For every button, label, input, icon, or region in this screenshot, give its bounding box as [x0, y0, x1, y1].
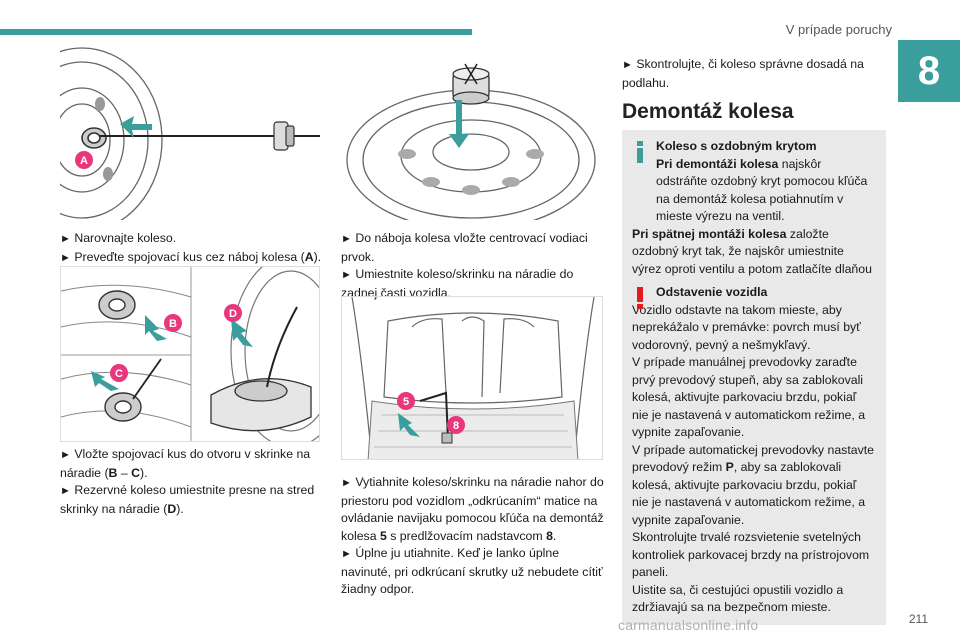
step-straighten-wheel: ► Narovnajte koleso. — [60, 231, 177, 245]
figure-wheel-hub-a: A — [60, 44, 320, 220]
column-2-text-top: ► Do náboja kolesa vložte centrovací vod… — [341, 230, 605, 302]
warning-exclamation-icon — [637, 287, 643, 309]
figure-trunk-tools-5-8: 5 8 — [341, 296, 603, 460]
warning-para-1: Vozidlo odstavte na takom mieste, aby ne… — [632, 302, 861, 352]
warning-para-4: Skontrolujte trvalé rozsvietenie sveteln… — [632, 530, 870, 579]
header-accent-bar — [0, 29, 472, 35]
step-insert-connector: ► Vložte spojovací kus do otvoru v skrin… — [60, 447, 311, 480]
warning-box-title: Odstavenie vozidla — [656, 285, 768, 299]
chapter-title: V prípade poruchy — [785, 22, 892, 37]
step-check-wheel-floor: ► Skontrolujte, či koleso správne dosadá… — [622, 57, 864, 90]
column-1-text-bottom: ► Vložte spojovací kus do otvoru v skrin… — [60, 446, 322, 518]
section-title-wheel-removal: Demontáž kolesa — [622, 100, 794, 123]
step-insert-centering-guide: ► Do náboja kolesa vložte centrovací vod… — [341, 231, 588, 264]
chapter-number-badge: 8 — [898, 40, 960, 102]
callout-label-c: C — [115, 368, 123, 380]
callout-label-5: 5 — [403, 396, 409, 408]
column-2-text-bottom: ► Vytiahnite koleso/skrinku na náradie n… — [341, 474, 605, 599]
step-pass-connector: ► Preveďte spojovací kus cez náboj koles… — [60, 249, 322, 264]
figure-toolbox-bcd: B C D — [60, 266, 320, 442]
watermark: carmanualsonline.info — [618, 617, 759, 633]
warning-para-5: Uistite sa, či cestujúci opustili vozidl… — [632, 582, 844, 615]
callout-label-a: A — [80, 155, 88, 167]
step-raise-wheel: ► Vytiahnite koleso/skrinku na náradie n… — [341, 475, 604, 543]
warning-para-2: V prípade manuálnej prevodovky zaraďte p… — [632, 355, 866, 439]
step-center-spare-wheel: ► Rezervné koleso umiestnite presne na s… — [60, 483, 315, 516]
info-box-para-1: Pri demontáži kolesa najskôr odstráňte o… — [656, 156, 868, 224]
figure-centering-guide — [341, 44, 603, 220]
column-1-text-top: ► Narovnajte koleso. ► Preveďte spojovac… — [60, 230, 322, 267]
warning-box-parking: Odstavenie vozidla Vozidlo odstavte na t… — [622, 276, 886, 625]
info-box-title: Koleso s ozdobným krytom — [656, 139, 817, 153]
info-icon — [637, 141, 643, 163]
callout-label-8: 8 — [453, 420, 459, 432]
warning-para-3: V prípade automatickej prevodovky nastav… — [632, 442, 874, 527]
column-3-text-top: ► Skontrolujte, či koleso správne dosadá… — [622, 56, 884, 92]
page-number: 211 — [908, 612, 928, 626]
step-tighten-fully: ► Úplne ju utiahnite. Keď je lanko úplne… — [341, 546, 603, 596]
callout-label-b: B — [169, 318, 177, 330]
callout-label-d: D — [229, 308, 237, 320]
